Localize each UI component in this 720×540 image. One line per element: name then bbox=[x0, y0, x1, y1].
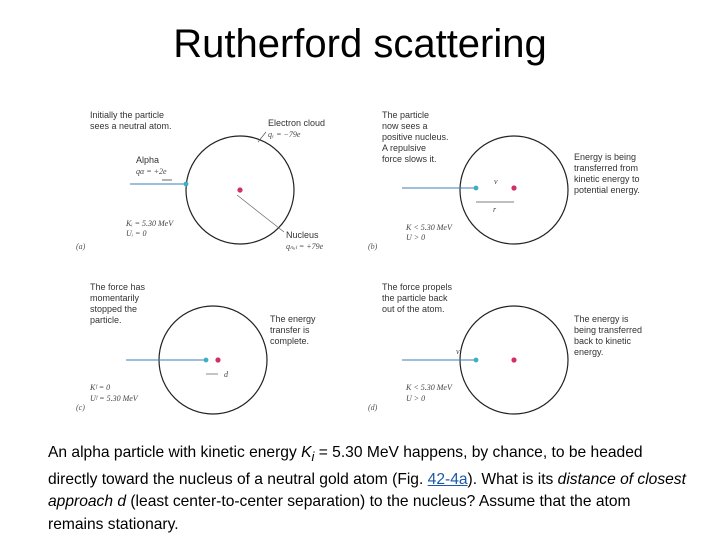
r-label: r bbox=[493, 205, 497, 214]
panel-c-left-3: stopped the bbox=[90, 304, 137, 314]
nucleus-pointer bbox=[236, 194, 285, 233]
nucleus-dot-c bbox=[215, 357, 221, 363]
atom-circle-a bbox=[185, 135, 295, 245]
panel-b-right-1: Energy is being bbox=[574, 152, 636, 162]
alpha-particle-a bbox=[183, 181, 189, 187]
panel-c-left-4: particle. bbox=[90, 315, 122, 325]
panel-c-left-2: momentarily bbox=[90, 293, 140, 303]
problem-text: An alpha particle with kinetic energy Ki… bbox=[48, 442, 688, 536]
problem-part-2: = 5.30 MeV happens, by chance, to be hea… bbox=[48, 444, 643, 488]
rutherford-diagram: Initially the particle sees a neutral at… bbox=[76, 110, 642, 415]
electron-charge-label: qₑ = −79e bbox=[268, 130, 301, 139]
problem-part-4: (least center-to-center separation) to t… bbox=[48, 493, 631, 533]
panel-c-left-1: The force has bbox=[90, 282, 146, 292]
panel-c-right-2: transfer is bbox=[270, 325, 310, 335]
atom-circle-b bbox=[459, 135, 569, 245]
nucleus-dot-a bbox=[237, 187, 243, 193]
panel-b-left-2: now sees a bbox=[382, 121, 428, 131]
panel-b-right-3: kinetic energy to bbox=[574, 174, 640, 184]
panel-d-left-1: The force propels bbox=[382, 282, 453, 292]
distance-of-closest-approach: distance of closest approach d bbox=[48, 470, 686, 511]
k-label-b: K < 5.30 MeV bbox=[405, 223, 453, 232]
alpha-particle-d bbox=[473, 357, 479, 363]
ki-symbol: K bbox=[301, 444, 312, 461]
electron-cloud-pointer bbox=[257, 131, 267, 143]
panel-c: The force has momentarily stopped the pa… bbox=[76, 282, 316, 415]
alpha-label: Alpha bbox=[136, 155, 159, 165]
panel-b-left-1: The particle bbox=[382, 110, 429, 120]
panel-c-right-1: The energy bbox=[270, 314, 316, 324]
panel-b-tag: (b) bbox=[368, 242, 378, 251]
u-label-d: U > 0 bbox=[406, 394, 425, 403]
panel-b: The particle now sees a positive nucleus… bbox=[368, 110, 640, 251]
slide-title: Rutherford scattering bbox=[173, 22, 547, 66]
ki-subscript: i bbox=[311, 449, 315, 465]
panel-b-left-3: positive nucleus. bbox=[382, 132, 449, 142]
ui-label: Uᵢ = 0 bbox=[126, 229, 146, 238]
panel-d-tag: (d) bbox=[368, 403, 378, 412]
panel-a-text-1: Initially the particle bbox=[90, 110, 164, 120]
alpha-particle-c bbox=[203, 357, 209, 363]
panel-b-right-4: potential energy. bbox=[574, 185, 640, 195]
problem-part-1: An alpha particle with kinetic energy bbox=[48, 444, 302, 461]
panel-d-right-3: back to kinetic bbox=[574, 336, 632, 346]
kf-label: Kᶠ = 0 bbox=[89, 383, 110, 392]
nucleus-charge-label: qₙᵤₗ = +79e bbox=[286, 242, 324, 251]
alpha-charge-label: qα = +2e bbox=[136, 167, 167, 176]
panel-d-right-2: being transferred bbox=[574, 325, 642, 335]
panel-b-right-2: transferred from bbox=[574, 163, 638, 173]
panel-c-tag: (c) bbox=[76, 403, 85, 412]
nucleus-dot-b bbox=[511, 185, 517, 191]
k-label-d: K < 5.30 MeV bbox=[405, 383, 453, 392]
panel-d-right-1: The energy is bbox=[574, 314, 629, 324]
panel-d-right-4: energy. bbox=[574, 347, 603, 357]
figure-link[interactable]: 42-4a bbox=[427, 470, 468, 488]
panel-b-left-4: A repulsive bbox=[382, 143, 426, 153]
uf-label: Uᶠ = 5.30 MeV bbox=[90, 394, 139, 403]
panel-d: The force propels the particle back out … bbox=[368, 282, 642, 415]
problem-part-3: ). What is its bbox=[467, 470, 558, 488]
electron-cloud-label: Electron cloud bbox=[268, 118, 325, 128]
panel-a-text-2: sees a neutral atom. bbox=[90, 121, 172, 131]
panel-b-left-5: force slows it. bbox=[382, 154, 437, 164]
velocity-label-d: v bbox=[456, 347, 460, 356]
nucleus-label: Nucleus bbox=[286, 230, 319, 240]
panel-d-left-2: the particle back bbox=[382, 293, 448, 303]
rutherford-figure: Initially the particle sees a neutral at… bbox=[70, 104, 660, 420]
d-label: d bbox=[224, 370, 229, 379]
velocity-label-b: v bbox=[494, 177, 498, 186]
panel-c-right-3: complete. bbox=[270, 336, 309, 346]
panel-a-tag: (a) bbox=[76, 242, 86, 251]
panel-a: Initially the particle sees a neutral at… bbox=[76, 110, 325, 251]
u-label-b: U > 0 bbox=[406, 233, 425, 242]
ki-label: Kᵢ = 5.30 MeV bbox=[125, 219, 174, 228]
alpha-particle-b bbox=[473, 185, 479, 191]
panel-d-left-3: out of the atom. bbox=[382, 304, 445, 314]
nucleus-dot-d bbox=[511, 357, 517, 363]
